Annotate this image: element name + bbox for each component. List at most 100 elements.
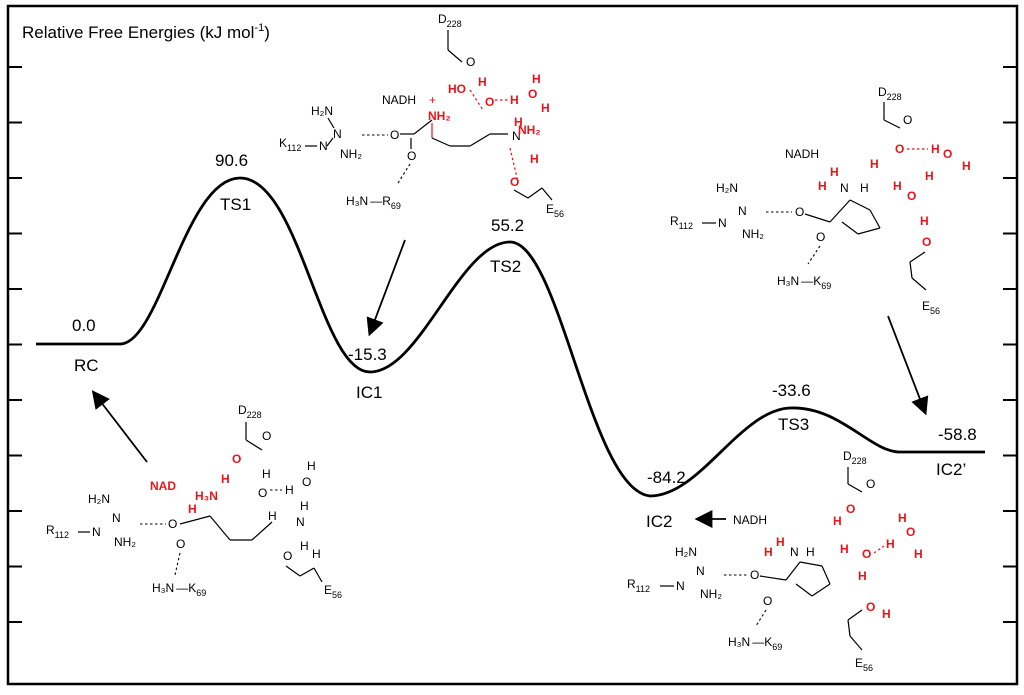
svg-text:H: H — [312, 547, 321, 561]
nadh-label-ic2: NADH — [733, 513, 767, 527]
rc-structure: H₂N R112 N N NH₂ O O H₃N—K69 NAD H₃N H N… — [46, 403, 342, 600]
svg-text:N: N — [696, 564, 705, 578]
figure-frame — [6, 4, 1019, 686]
svg-text:H: H — [860, 181, 869, 195]
svg-text:N: N — [790, 545, 799, 559]
svg-text:D228: D228 — [843, 449, 867, 466]
svg-text:O: O — [763, 594, 772, 608]
svg-text:N: N — [333, 127, 342, 141]
right-axis-ticks — [1003, 66, 1016, 623]
svg-text:N: N — [738, 204, 747, 218]
svg-text:H: H — [925, 169, 934, 183]
rc-label: RC — [74, 356, 99, 375]
svg-text:E56: E56 — [855, 656, 873, 673]
svg-text:O: O — [390, 128, 399, 142]
axis-title: Relative Free Energies (kJ mol-1) — [22, 22, 270, 42]
svg-text:H: H — [858, 569, 867, 583]
svg-text:R112: R112 — [46, 523, 69, 540]
svg-text:O: O — [907, 189, 916, 203]
arrow-ts1-to-ic1 — [366, 239, 406, 337]
svg-text:K112: K112 — [279, 136, 301, 153]
svg-text:H: H — [530, 152, 539, 166]
svg-text:O: O — [466, 55, 475, 69]
svg-text:O: O — [906, 525, 915, 539]
svg-text:H: H — [221, 472, 230, 486]
svg-text:NH₂: NH₂ — [340, 147, 362, 161]
svg-text:H₂N: H₂N — [675, 545, 697, 559]
svg-text:O: O — [895, 142, 904, 156]
svg-text:H: H — [776, 535, 785, 549]
svg-text:NAD: NAD — [150, 479, 176, 493]
svg-text:H: H — [806, 545, 815, 559]
svg-text:O: O — [176, 537, 185, 551]
svg-text:O: O — [943, 147, 952, 161]
svg-text:H: H — [478, 75, 487, 89]
ic1-energy-value: -15.3 — [348, 345, 387, 364]
svg-text:E56: E56 — [922, 299, 940, 316]
svg-text:H: H — [764, 545, 773, 559]
ts1-structure: H₂N N K112 N NH₂ O NADH + NH₂ N H O H₃N—… — [279, 12, 564, 219]
svg-text:+: + — [429, 93, 436, 107]
ic1-structure: D228 O O H O H H H O H H O NADH H H N H … — [670, 85, 971, 316]
svg-text:H: H — [914, 547, 923, 561]
svg-text:D228: D228 — [878, 85, 902, 102]
svg-text:H: H — [882, 607, 891, 621]
svg-text:H: H — [898, 511, 907, 525]
svg-text:NADH: NADH — [785, 147, 819, 161]
svg-text:H: H — [818, 179, 827, 193]
ts2-label: TS2 — [490, 257, 521, 276]
svg-text:H: H — [268, 509, 277, 523]
svg-text:N: N — [840, 181, 849, 195]
svg-text:N: N — [112, 511, 121, 525]
svg-text:H: H — [300, 499, 309, 513]
svg-text:O: O — [866, 477, 875, 491]
svg-text:O: O — [846, 502, 855, 516]
svg-text:H₂N: H₂N — [716, 181, 738, 195]
svg-text:NH₂: NH₂ — [742, 227, 764, 241]
ic2-label: IC2 — [646, 512, 672, 531]
svg-text:NH₂: NH₂ — [114, 535, 136, 549]
ts1-label: TS1 — [220, 195, 251, 214]
svg-text:H: H — [541, 101, 550, 115]
svg-text:H: H — [893, 179, 902, 193]
rc-energy-value: 0.0 — [72, 316, 96, 335]
svg-text:R112: R112 — [670, 214, 693, 231]
svg-text:O: O — [485, 95, 494, 109]
svg-text:O: O — [528, 87, 537, 101]
svg-text:H: H — [870, 157, 879, 171]
arrow-to-rc — [91, 390, 148, 463]
svg-text:H: H — [532, 72, 541, 86]
ts1-energy-value: 90.6 — [215, 151, 248, 170]
svg-text:H: H — [962, 159, 971, 173]
svg-text:R112: R112 — [627, 577, 650, 594]
ts2-energy-value: 55.2 — [491, 216, 524, 235]
svg-text:D228: D228 — [438, 12, 462, 29]
svg-text:N: N — [718, 216, 727, 230]
ic2-structure: D228 O O H H O H O H H H O H E56 H₂N R11… — [627, 449, 923, 673]
svg-text:H: H — [514, 115, 523, 129]
svg-text:H₃N—K69: H₃N—K69 — [777, 274, 831, 291]
svg-text:NADH: NADH — [382, 93, 416, 107]
svg-text:O: O — [862, 547, 871, 561]
svg-text:D228: D228 — [238, 403, 262, 420]
ts3-label: TS3 — [778, 415, 809, 434]
svg-text:O: O — [302, 475, 311, 489]
ic2-energy-value: -84.2 — [647, 468, 686, 487]
svg-text:H₃N—K69: H₃N—K69 — [728, 635, 782, 652]
svg-text:N: N — [319, 139, 328, 153]
svg-text:H: H — [830, 165, 839, 179]
svg-text:H₂N: H₂N — [88, 492, 110, 506]
left-axis-ticks — [9, 66, 22, 623]
svg-text:H: H — [886, 537, 895, 551]
svg-text:E56: E56 — [324, 583, 342, 600]
svg-text:O: O — [258, 486, 267, 500]
svg-text:E56: E56 — [546, 202, 564, 219]
svg-text:N: N — [296, 515, 305, 529]
svg-text:H₃N—R69: H₃N—R69 — [346, 194, 401, 211]
ic1-label: IC1 — [356, 383, 382, 402]
svg-text:H: H — [510, 93, 519, 107]
svg-text:N: N — [92, 525, 101, 539]
arrow-to-ic2prime — [887, 315, 929, 416]
svg-text:O: O — [510, 175, 519, 189]
